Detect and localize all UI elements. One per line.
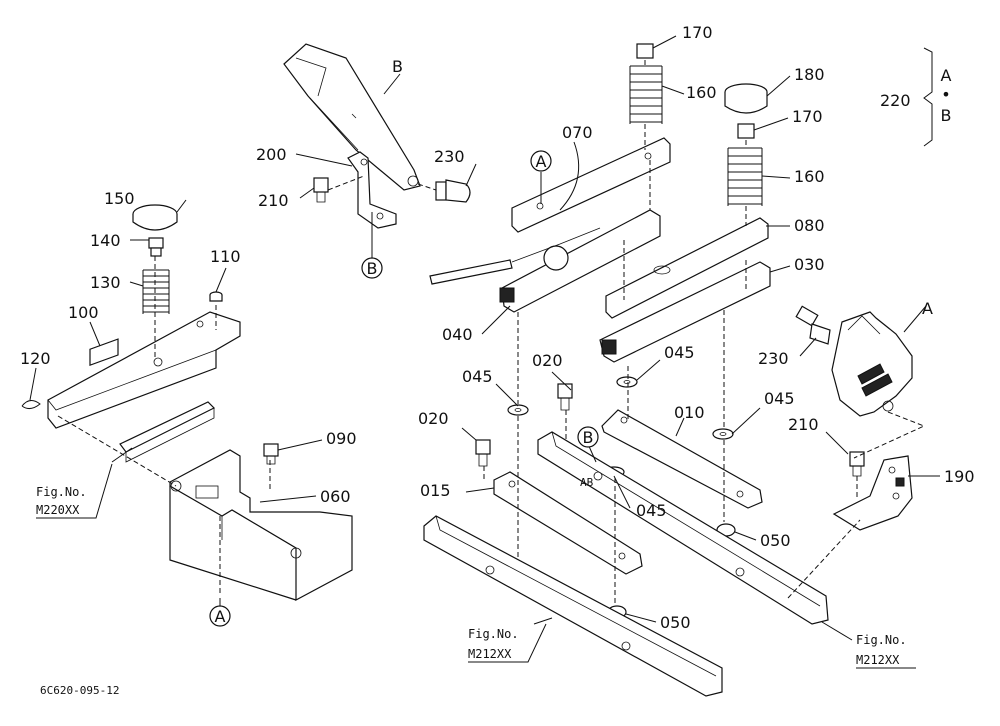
spring-160-right	[727, 147, 763, 206]
fig-ref-left: Fig.No. M220XX	[36, 463, 113, 519]
washer-045-a	[507, 404, 529, 416]
switch-assembly-a	[831, 311, 913, 417]
bracket-190	[832, 455, 913, 531]
callout-070: 070	[562, 123, 593, 142]
spring-130	[142, 269, 170, 314]
circled-ref-a-top: A	[530, 150, 552, 172]
bracket-060	[169, 449, 353, 602]
plate-080	[605, 217, 769, 319]
washer-045-c	[712, 428, 734, 440]
callout-labels: 170 160 180 170 160 070 080 030 040 045 …	[20, 23, 975, 632]
callout-080: 080	[794, 216, 825, 235]
lever-handle-b	[283, 43, 421, 191]
brace-220	[923, 47, 933, 147]
plate-070	[511, 137, 671, 233]
knob-230-right	[795, 305, 831, 345]
svg-text:A: A	[215, 607, 226, 626]
pin-110	[209, 291, 223, 302]
callout-010: 010	[674, 403, 705, 422]
bolt-020-b	[475, 439, 491, 467]
fig-ref-right: Fig.No. M212XX	[856, 633, 916, 669]
svg-text:B: B	[941, 106, 952, 125]
nut-170-right	[737, 123, 755, 139]
callout-130: 130	[90, 273, 121, 292]
callout-210b: 210	[788, 415, 819, 434]
bolt-210-right	[849, 451, 865, 477]
callout-190: 190	[944, 467, 975, 486]
callout-015: 015	[420, 481, 451, 500]
svg-text:M212XX: M212XX	[468, 647, 512, 661]
callout-a-switch: A	[922, 299, 933, 318]
callout-150: 150	[104, 189, 135, 208]
bracket-200	[347, 151, 397, 229]
svg-text:A: A	[941, 66, 952, 85]
callout-180: 180	[794, 65, 825, 84]
clip-120	[21, 400, 41, 410]
rail-m212xx-right	[537, 431, 829, 625]
fig-ref-center: Fig.No. M212XX	[468, 623, 547, 663]
stamp-ab: AB	[580, 476, 594, 489]
svg-text:•: •	[941, 85, 950, 104]
plate-010	[601, 409, 763, 509]
svg-text:Fig.No.: Fig.No.	[856, 633, 907, 647]
callout-045c: 045	[764, 389, 795, 408]
bolt-090	[263, 443, 279, 465]
callout-210a: 210	[258, 191, 289, 210]
brace-contents: A • B	[941, 66, 952, 125]
callout-230a: 230	[434, 147, 465, 166]
knob-180	[724, 83, 768, 114]
washer-045-b	[616, 376, 638, 388]
callout-160b: 160	[794, 167, 825, 186]
drawing-code: 6C620-095-12	[40, 684, 119, 697]
svg-text:M212XX: M212XX	[856, 653, 900, 667]
callout-120: 120	[20, 349, 51, 368]
svg-text:Fig.No.: Fig.No.	[36, 485, 87, 499]
callout-045a: 045	[462, 367, 493, 386]
svg-text:B: B	[583, 428, 594, 447]
callout-040: 040	[442, 325, 473, 344]
callout-030: 030	[794, 255, 825, 274]
svg-text:A: A	[536, 152, 547, 171]
callout-060: 060	[320, 487, 351, 506]
svg-text:B: B	[367, 259, 378, 278]
nut-170-top	[636, 43, 654, 59]
circled-ref-b-mid: B	[577, 426, 599, 448]
svg-text:M220XX: M220XX	[36, 503, 80, 517]
rail-m212xx-center	[423, 515, 723, 697]
callout-220: 220	[880, 91, 911, 110]
callout-110: 110	[210, 247, 241, 266]
circled-ref-a-bot: A	[209, 605, 231, 627]
rail-030	[599, 261, 771, 363]
callout-170a: 170	[682, 23, 713, 42]
rail-m220xx	[119, 401, 216, 463]
nut-140	[148, 237, 164, 257]
knob-150	[132, 204, 178, 231]
plate-015	[493, 471, 643, 575]
callout-140: 140	[90, 231, 121, 250]
callout-020b: 020	[418, 409, 449, 428]
bolt-020-a	[557, 383, 573, 411]
svg-text:Fig.No.: Fig.No.	[468, 627, 519, 641]
callout-160a: 160	[686, 83, 717, 102]
callout-045d: 045	[636, 501, 667, 520]
knob-230-top	[435, 179, 471, 203]
callout-170b: 170	[792, 107, 823, 126]
callout-200: 200	[256, 145, 287, 164]
bolt-210-top	[313, 177, 329, 203]
callout-045b: 045	[664, 343, 695, 362]
leader-lines	[29, 35, 940, 641]
callout-230b: 230	[758, 349, 789, 368]
callout-100: 100	[68, 303, 99, 322]
circled-ref-b-bot: B	[361, 257, 383, 279]
rail-040	[429, 209, 661, 313]
callout-050a: 050	[760, 531, 791, 550]
callout-020a: 020	[532, 351, 563, 370]
callout-050b: 050	[660, 613, 691, 632]
callout-090: 090	[326, 429, 357, 448]
spring-160-top	[629, 65, 663, 124]
lever-plate-100	[47, 311, 241, 429]
callout-b-handle: B	[392, 57, 403, 76]
